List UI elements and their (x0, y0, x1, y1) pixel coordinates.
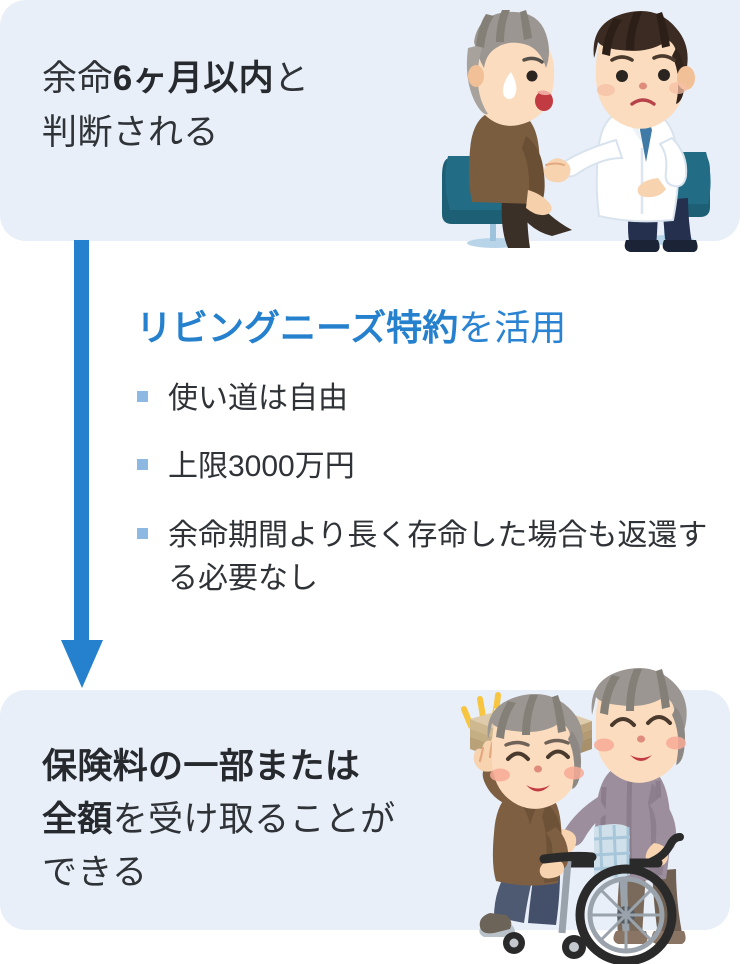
top-text-line2: 判断される (42, 113, 219, 153)
top-text-strong: 6ヶ月以内 (112, 59, 274, 98)
bullet-square-icon (137, 390, 148, 402)
bottom-text-plain: を受け取ることが (112, 800, 396, 840)
list-item-label: 上限3000万円 (168, 450, 355, 484)
middle-heading-strong: リビングニーズ特約 (136, 307, 459, 348)
doctor-and-elderly-patient-illustration (440, 8, 746, 260)
list-item: 使い道は自由 (136, 378, 726, 421)
elderly-couple-wheelchair-money-illustration (452, 663, 750, 964)
top-text-plain-a: 余命 (42, 59, 113, 98)
list-item: 上限3000万円 (136, 446, 726, 489)
bottom-text-strong-2: 全額 (42, 800, 113, 840)
bottom-panel-text: 保険料の一部または 全額を受け取ることが できる (42, 740, 472, 900)
bottom-text-strong-1: 保険料の一部または (42, 747, 361, 786)
list-item: 余命期間より長く存命した場合も返還する必要なし (136, 515, 726, 600)
top-panel-text: 余命6ヶ月以内と 判断される (42, 52, 442, 161)
middle-content-block: リビングニーズ特約を活用 使い道は自由 上限3000万円 余命期間より長く存命し… (136, 305, 726, 600)
middle-heading: リビングニーズ特約を活用 (136, 305, 726, 352)
list-item-label: 使い道は自由 (168, 381, 348, 415)
middle-heading-plain: を活用 (458, 307, 567, 348)
bullet-square-icon (137, 459, 148, 471)
top-text-plain-b: と (273, 59, 310, 98)
list-item-label: 余命期間より長く存命した場合も返還する必要なし (168, 518, 708, 595)
bottom-text-line3: できる (42, 853, 148, 893)
feature-bullet-list: 使い道は自由 上限3000万円 余命期間より長く存命した場合も返還する必要なし (136, 378, 726, 600)
bullet-square-icon (137, 527, 148, 539)
flow-arrow-down-icon (58, 240, 110, 690)
